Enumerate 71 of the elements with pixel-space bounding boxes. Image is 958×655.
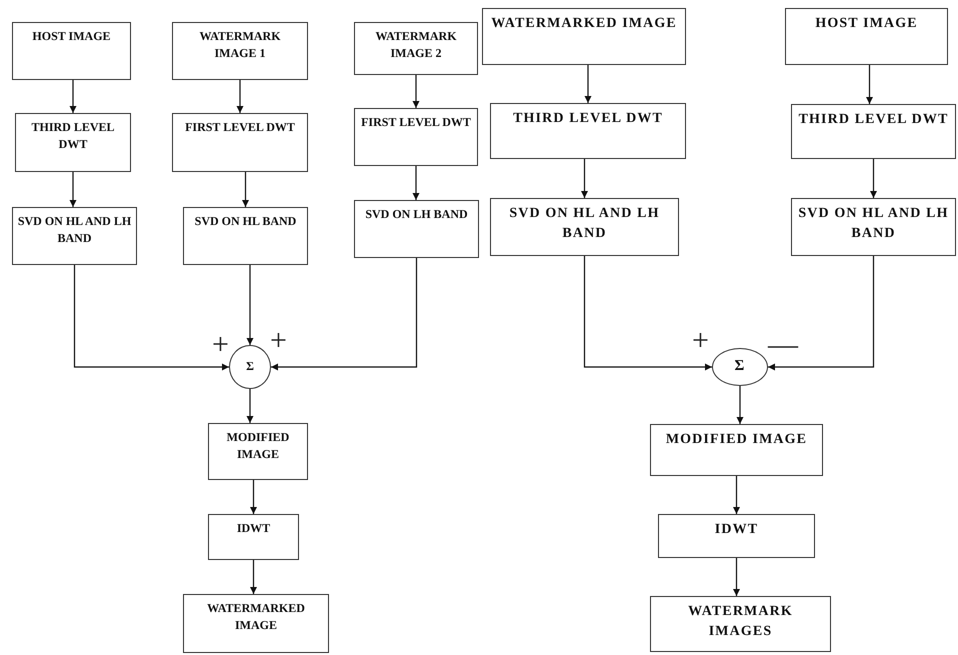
arrow (271, 258, 418, 370)
arrow (733, 476, 740, 514)
box-label: SVD ON HL AND LH BAND (17, 213, 132, 248)
process-box (482, 8, 686, 65)
process-box (12, 207, 137, 265)
sign-label: + (692, 326, 709, 356)
arrow (733, 558, 740, 596)
summing-junction (229, 345, 271, 389)
box-label: THIRD LEVEL DWT (798, 111, 948, 129)
arrow (74, 265, 229, 370)
process-box (183, 594, 329, 653)
box-label: WATERMARK IMAGE 2 (374, 28, 458, 62)
arrow (70, 80, 76, 113)
box-label: IDWT (714, 521, 758, 539)
box-label: HOST IMAGE (32, 28, 111, 45)
process-box (791, 198, 956, 256)
box-label: THIRD LEVEL DWT (30, 119, 116, 154)
sign-label: — (768, 330, 798, 360)
process-box (172, 22, 308, 80)
arrow (412, 166, 420, 200)
box-label: MODIFIED IMAGE (666, 431, 808, 449)
sign-label: + (270, 326, 287, 356)
arrow (250, 560, 257, 594)
process-box (354, 108, 478, 166)
box-label: WATERMARK IMAGES (687, 603, 794, 642)
process-box (208, 423, 308, 480)
arrow (70, 172, 76, 207)
box-label: SVD ON HL AND LH BAND (797, 205, 950, 244)
arrow (584, 65, 592, 103)
box-label: SVD ON LH BAND (365, 206, 468, 223)
process-box (12, 22, 131, 80)
arrow (768, 256, 874, 370)
arrow (250, 480, 257, 514)
process-box (354, 200, 479, 258)
process-box (650, 424, 823, 476)
box-label: FIRST LEVEL DWT (361, 114, 471, 131)
sign-label: + (212, 330, 229, 360)
arrow (246, 265, 254, 345)
arrow (236, 80, 244, 113)
box-label: Σ (734, 357, 746, 376)
box-label: IDWT (236, 520, 270, 537)
process-box (658, 514, 815, 558)
arrow (242, 172, 249, 207)
box-label: MODIFIED IMAGE (226, 429, 290, 464)
process-box (650, 596, 831, 652)
box-label: HOST IMAGE (815, 15, 918, 33)
arrow (246, 389, 254, 423)
box-label: WATERMARKED IMAGE (491, 15, 677, 33)
arrow (866, 65, 873, 104)
arrow (581, 159, 588, 198)
process-box (791, 104, 956, 159)
process-box (15, 113, 131, 172)
summing-junction (712, 348, 768, 386)
process-box (490, 198, 679, 256)
arrow (736, 386, 744, 424)
process-box (354, 22, 478, 75)
arrow (584, 256, 712, 370)
box-label: WATERMARKED IMAGE (206, 600, 306, 634)
process-box (490, 103, 686, 159)
box-label: Σ (246, 358, 254, 376)
process-box (183, 207, 308, 265)
box-label: SVD ON HL AND LH BAND (508, 205, 661, 244)
process-box (208, 514, 299, 560)
box-label: WATERMARK IMAGE 1 (198, 28, 282, 62)
process-box (785, 8, 948, 65)
arrow (870, 159, 877, 198)
box-label: THIRD LEVEL DWT (513, 110, 663, 128)
process-box (172, 113, 308, 172)
box-label: FIRST LEVEL DWT (185, 119, 295, 136)
box-label: SVD ON HL BAND (194, 213, 296, 230)
arrow (412, 75, 420, 108)
